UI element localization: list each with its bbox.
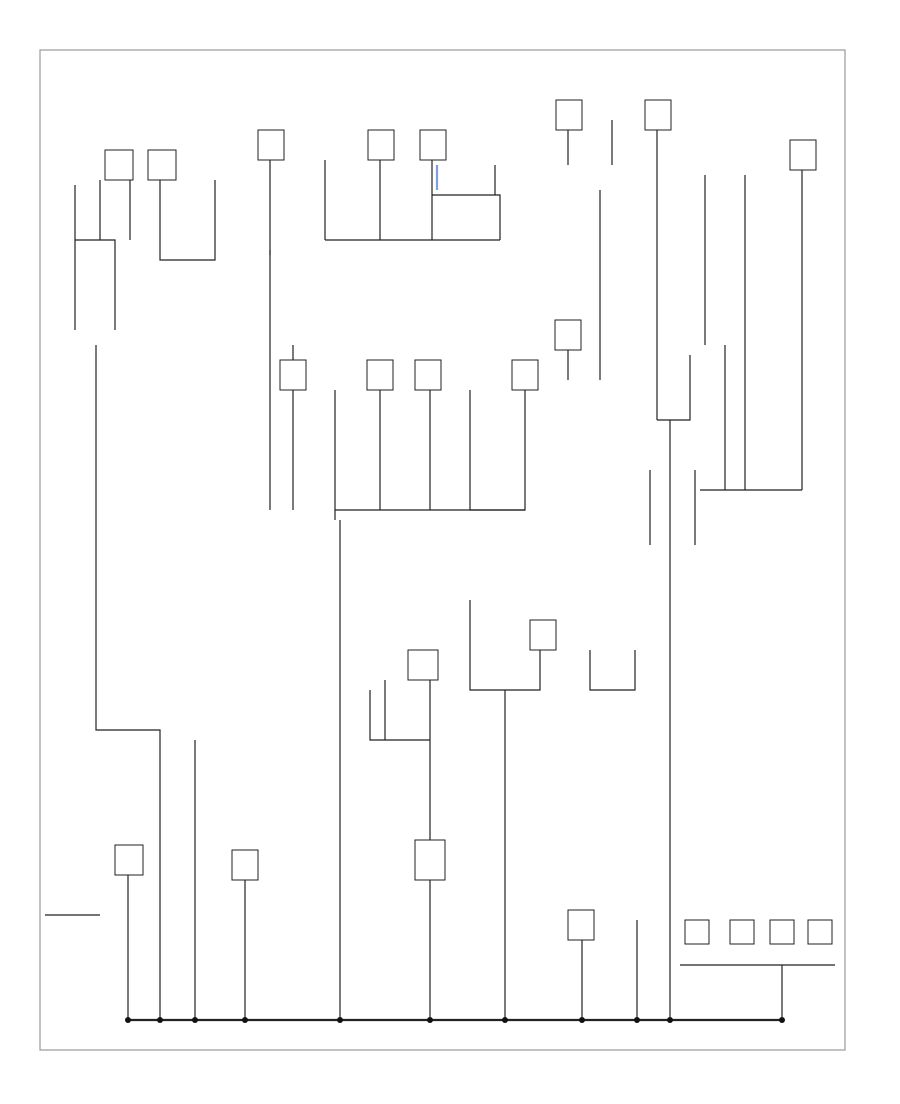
right-side-components xyxy=(649,139,817,1020)
lower-middle-components xyxy=(339,520,636,1020)
connector-box xyxy=(231,849,259,881)
connector-box xyxy=(414,839,446,881)
connector-box xyxy=(367,129,395,161)
connector-box xyxy=(419,129,447,161)
mid-row-components xyxy=(279,190,601,520)
bottom-left-components xyxy=(45,740,259,1020)
connector-box xyxy=(366,359,394,391)
connector-box xyxy=(257,129,285,161)
connector-box xyxy=(684,919,710,945)
connector-box xyxy=(807,919,833,945)
connector-box xyxy=(529,619,557,651)
connector-box xyxy=(644,99,672,131)
connector-box xyxy=(414,359,442,391)
connector-box xyxy=(789,139,817,171)
connector-box xyxy=(555,99,583,131)
diagram-frame xyxy=(39,49,846,1051)
connector-box xyxy=(567,909,595,941)
connector-box xyxy=(114,844,144,876)
connector-box xyxy=(104,149,134,181)
ground-splice-dots xyxy=(125,1017,785,1023)
connector-box xyxy=(554,319,582,351)
connector-box xyxy=(511,359,539,391)
top-left-components xyxy=(74,149,216,1020)
connector-box xyxy=(147,149,177,181)
connector-box xyxy=(729,919,755,945)
connector-box xyxy=(279,359,307,391)
connector-box xyxy=(407,649,439,681)
bottom-right-components xyxy=(567,909,835,1020)
connector-box xyxy=(769,919,795,945)
top-middle-components xyxy=(257,99,672,510)
